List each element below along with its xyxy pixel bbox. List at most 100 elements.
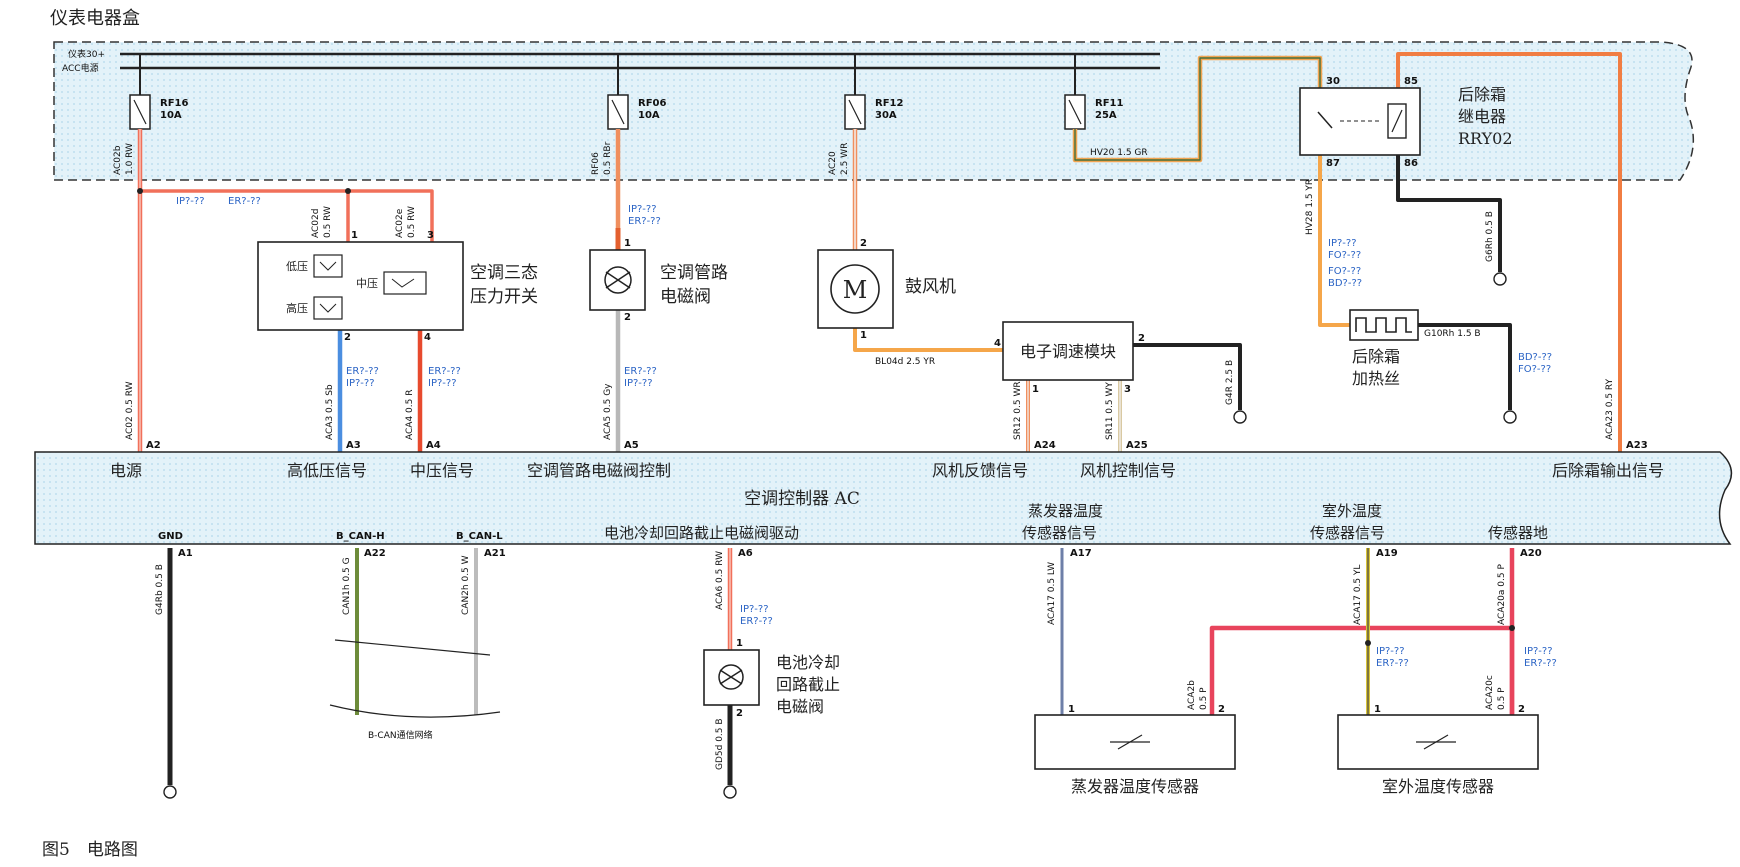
- conn-ip-2: IP?-??: [628, 204, 657, 215]
- wire-aca20c: ACA20c: [1485, 675, 1495, 710]
- controller-label-fan-feedback: 风机反馈信号: [932, 461, 1028, 480]
- pin-a3: A3: [346, 440, 361, 451]
- pin-a21: A21: [484, 548, 506, 559]
- svg-text:3: 3: [1124, 384, 1131, 395]
- wire-gd5d: GD5d 0.5 B: [715, 718, 725, 770]
- svg-text:2: 2: [344, 332, 351, 343]
- controller-label-sensor-ground: 传感器地: [1488, 524, 1548, 542]
- wire-hv20: HV20 1.5 GR: [1090, 148, 1148, 158]
- bcan-network-label: B-CAN通信网络: [368, 729, 433, 741]
- box-title: 仪表电器盒: [50, 8, 140, 29]
- pin-a20: A20: [1520, 548, 1542, 559]
- fuse-rf06-id: RF06: [638, 98, 666, 109]
- controller-name: 空调控制器 AC: [744, 489, 860, 509]
- conn-er-1: ER?-??: [228, 196, 261, 207]
- wire-aca23: ACA23 0.5 RY: [1605, 378, 1615, 440]
- wire-g4r: G4R 2.5 B: [1225, 360, 1235, 405]
- svg-text:1: 1: [1374, 704, 1381, 715]
- wires: [137, 52, 1622, 785]
- fuse-rf12-id: RF12: [875, 98, 903, 109]
- switch-mid-label: 中压: [356, 277, 378, 290]
- svg-text:1: 1: [1032, 384, 1039, 395]
- wire-rf06-spec: 0.5 RBr: [603, 141, 613, 175]
- conn-fo-8: FO?-??: [1518, 364, 1551, 375]
- conn-fo-6: FO?-??: [1328, 250, 1361, 261]
- figure-caption: 图5 电路图: [42, 840, 138, 860]
- conn-er-4: ER?-??: [428, 366, 461, 377]
- conn-er-3: ER?-??: [346, 366, 379, 377]
- heater-name-line2: 加热丝: [1352, 369, 1400, 388]
- battery-cooling-valve: 电池冷却 回路截止 电磁阀 1 2: [703, 638, 840, 719]
- speed-module-name: 电子调速模块: [1020, 342, 1116, 361]
- fuse-rf11-rating: 25A: [1095, 110, 1117, 121]
- conn-bd-7: BD?-??: [1328, 278, 1362, 289]
- conn-ip-4: IP?-??: [428, 378, 457, 389]
- svg-text:2: 2: [1518, 704, 1525, 715]
- wire-g10rh: G10Rh 1.5 B: [1424, 329, 1481, 339]
- conn-fo-7: FO?-??: [1328, 266, 1361, 277]
- ac-controller: 空调控制器 AC 电源 高低压信号 中压信号 空调管路电磁阀控制 风机反馈信号 …: [34, 451, 1733, 545]
- controller-label-evap-1: 蒸发器温度: [1028, 502, 1103, 520]
- controller-label-fan-control: 风机控制信号: [1080, 461, 1176, 480]
- conn-er-9: ER?-??: [740, 616, 773, 627]
- wire-rf06: RF06: [591, 152, 601, 175]
- pin-a5: A5: [624, 440, 639, 451]
- ground-icon: [723, 785, 737, 799]
- wire-ac02e-spec: 0.5 RW: [407, 206, 417, 238]
- controller-label-valve-control: 空调管路电磁阀控制: [527, 461, 671, 480]
- ground-icon: [1233, 410, 1247, 424]
- power-rails: 仪表30+ ACC电源: [62, 48, 1160, 74]
- heater-name-line1: 后除霜: [1352, 347, 1400, 366]
- controller-label-power: 电源: [110, 461, 142, 480]
- rear-defrost-heater: 后除霜 加热丝: [1349, 309, 1419, 388]
- wire-bl04d: BL04d 2.5 YR: [875, 357, 935, 367]
- pin-a23: A23: [1626, 440, 1648, 451]
- name-bcan-h: B_CAN-H: [336, 531, 385, 542]
- wire-can2h: CAN2h 0.5 W: [461, 555, 471, 615]
- blower-name: 鼓风机: [905, 277, 956, 297]
- relay-pin-85: 85: [1404, 76, 1418, 87]
- conn-ip-1: IP?-??: [176, 196, 205, 207]
- wire-sr12: SR12 0.5 WR: [1013, 381, 1023, 440]
- fuse-rf11-id: RF11: [1095, 98, 1123, 109]
- instrument-electrical-box: 仪表电器盒: [50, 8, 1695, 181]
- relay-name-line3: RRY02: [1458, 129, 1513, 148]
- svg-text:3: 3: [427, 230, 434, 241]
- fuse-rf12-rating: 30A: [875, 110, 897, 121]
- electronic-speed-module: 电子调速模块 4 2 1 3: [994, 321, 1145, 395]
- conn-ip-6: IP?-??: [1328, 238, 1357, 249]
- pin-a25: A25: [1126, 440, 1148, 451]
- wire-aca5: ACA5 0.5 Gy: [603, 383, 613, 440]
- ground-icon: [163, 785, 177, 799]
- wire-sr11: SR11 0.5 WY: [1105, 382, 1115, 440]
- svg-text:2: 2: [736, 708, 743, 719]
- relay-pin-86: 86: [1404, 158, 1418, 169]
- svg-text:2: 2: [1138, 333, 1145, 344]
- fuse-rf06-rating: 10A: [638, 110, 660, 121]
- wire-ac02d: AC02d: [311, 209, 321, 238]
- rail-ig30-label: 仪表30+: [68, 48, 105, 60]
- wire-aca4: ACA4 0.5 R: [405, 390, 415, 440]
- wire-g4rb: G4Rb 0.5 B: [155, 564, 165, 615]
- relay-name-line1: 后除霜: [1458, 85, 1506, 104]
- controller-label-defrost-output: 后除霜输出信号: [1552, 461, 1664, 480]
- pin-a19: A19: [1376, 548, 1398, 559]
- blower-symbol: M: [843, 276, 868, 304]
- pin-a24: A24: [1034, 440, 1056, 451]
- conn-bd-8: BD?-??: [1518, 352, 1552, 363]
- svg-text:4: 4: [994, 338, 1001, 349]
- wire-ac20: AC20: [828, 151, 838, 175]
- pin-a22: A22: [364, 548, 386, 559]
- conn-ip-3: IP?-??: [346, 378, 375, 389]
- svg-text:1: 1: [624, 238, 631, 249]
- svg-text:1: 1: [1068, 704, 1075, 715]
- wire-ac02b-spec: 1.0 RW: [125, 143, 135, 175]
- wire-aca6: ACA6 0.5 RW: [715, 551, 725, 610]
- pin-a6: A6: [738, 548, 753, 559]
- conn-ip-5: IP?-??: [624, 378, 653, 389]
- conn-er-2: ER?-??: [628, 216, 661, 227]
- wire-aca17: ACA17 0.5 LW: [1047, 562, 1057, 625]
- svg-text:2: 2: [860, 238, 867, 249]
- conn-er-10: ER?-??: [1376, 658, 1409, 669]
